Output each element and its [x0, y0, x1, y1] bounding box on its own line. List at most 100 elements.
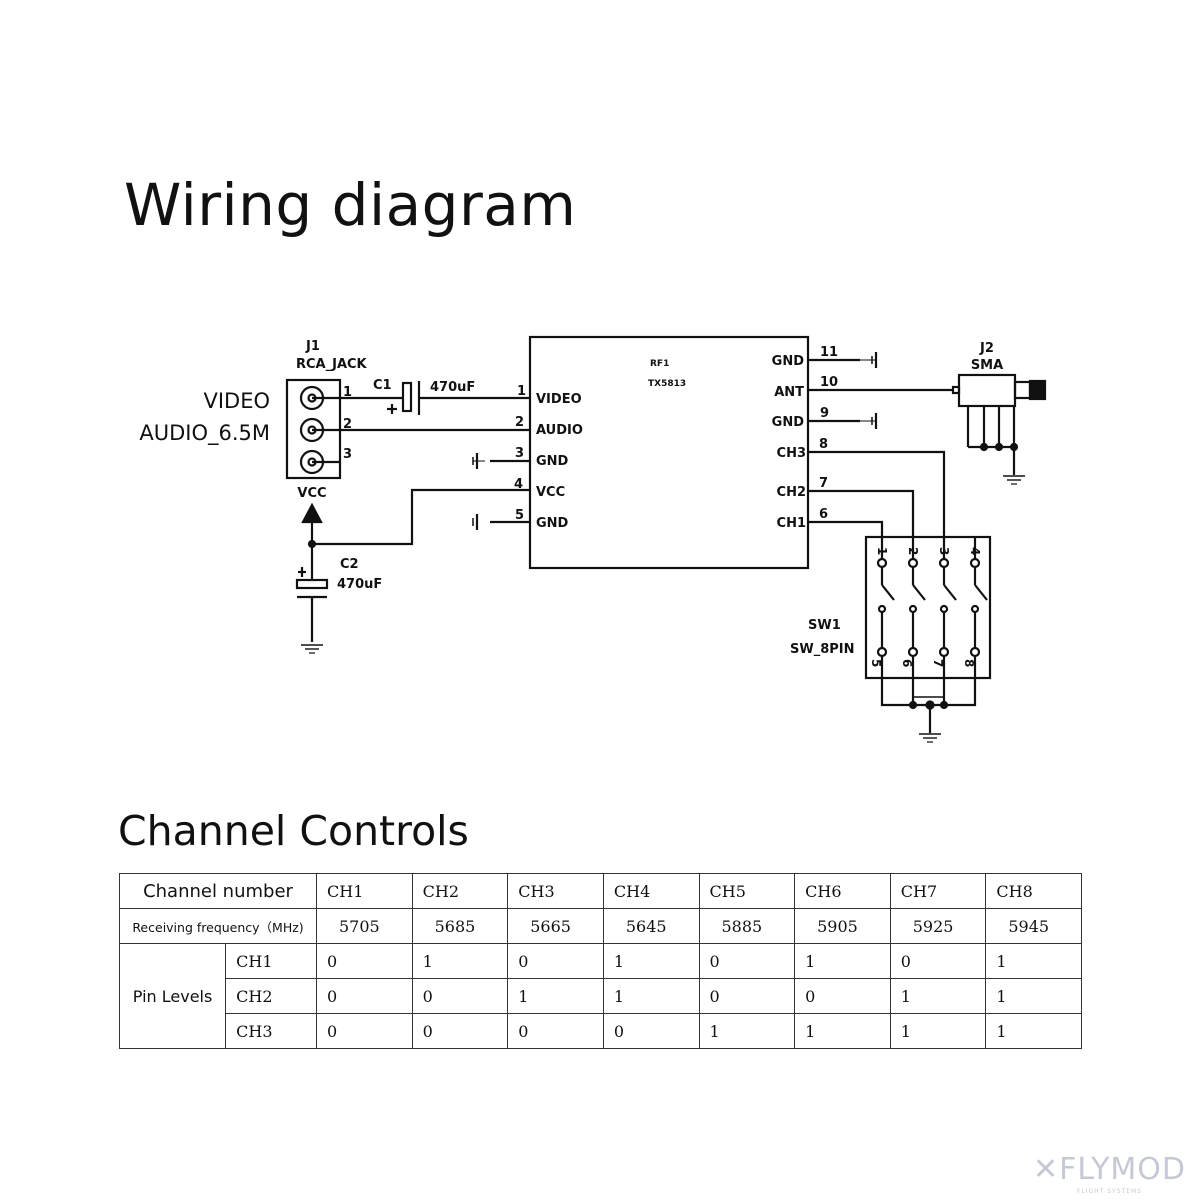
- frequency-cell: 5925: [889, 908, 987, 944]
- pin-num-4: 4: [514, 477, 523, 492]
- channel-cell: CH2: [411, 873, 509, 909]
- pin-name-video: VIDEO: [536, 392, 582, 407]
- channel-cell: CH3: [507, 873, 604, 909]
- pin-level-cell: 1: [602, 943, 700, 979]
- pin-name-cell: CH3: [225, 1013, 317, 1049]
- channel-number-header: Channel number: [119, 873, 317, 909]
- sma-connector-j2: J2 SMA: [951, 341, 1047, 486]
- frequency-cell: 5685: [411, 908, 509, 944]
- sw1-bottom-pin: 8: [962, 659, 976, 667]
- pin-level-cell: 0: [316, 978, 413, 1014]
- pin-name-audio: AUDIO: [536, 423, 583, 438]
- pin-num-11: 11: [820, 345, 838, 360]
- pin-level-cell: 0: [698, 978, 796, 1014]
- switch-mid-contact: [970, 604, 980, 614]
- j1-part: RCA_JACK: [296, 357, 368, 372]
- pin-num-3: 3: [515, 446, 524, 461]
- capacitor-c2: C2 470uF: [295, 488, 530, 655]
- c2-value: 470uF: [337, 577, 382, 592]
- sw1-bottom-pin: 5: [869, 659, 883, 667]
- frequency-cell: 5645: [602, 908, 700, 944]
- pin-name-ch1: CH1: [777, 516, 806, 531]
- j1-pin-2: 2: [343, 417, 352, 432]
- channel-cell: CH4: [602, 873, 700, 909]
- channel-controls-title: Channel Controls: [118, 807, 469, 855]
- sw1-ref: SW1: [808, 618, 841, 633]
- pin-level-cell: 1: [889, 1013, 987, 1049]
- pin-level-cell: 0: [316, 943, 413, 979]
- pin-level-cell: 0: [411, 1013, 509, 1049]
- sw1-top-pin: 2: [906, 547, 920, 555]
- sw1-top-pin: 3: [937, 547, 951, 555]
- sw1-part: SW_8PIN: [790, 642, 855, 657]
- video-label: VIDEO: [203, 389, 270, 413]
- pin-level-cell: 1: [602, 978, 700, 1014]
- pin-level-cell: 1: [985, 978, 1082, 1014]
- propeller-x-icon: ✕: [1032, 1152, 1060, 1187]
- pin-level-cell: 1: [698, 1013, 796, 1049]
- j2-part: SMA: [971, 358, 1003, 373]
- channel-controls-table: Channel number CH1 CH2 CH3 CH4 CH5 CH6 C…: [118, 873, 1082, 1049]
- pin-num-8: 8: [819, 437, 828, 452]
- pin-num-5: 5: [515, 508, 524, 523]
- frequency-header: Receiving frequency（MHz): [119, 908, 317, 944]
- c1-ref: C1: [373, 378, 392, 393]
- table-row-channel-number: Channel number CH1 CH2 CH3 CH4 CH5 CH6 C…: [119, 873, 1082, 909]
- frequency-cell: 5945: [985, 908, 1082, 944]
- switch-bottom-contact: [907, 646, 919, 658]
- j2-ref: J2: [979, 341, 994, 356]
- switch-lever: [881, 584, 895, 601]
- switch-top-contact: [969, 557, 981, 569]
- sw1-bottom-pin: 7: [931, 659, 945, 667]
- pin-level-cell: 0: [507, 943, 604, 979]
- pin-name-ant: ANT: [774, 385, 804, 400]
- wiring-schematic: J1 RCA_JACK VIDEO AUDIO_6.5M 1 2 3 VCC C…: [139, 335, 1047, 744]
- pin-num-2: 2: [515, 415, 524, 430]
- switch-lever: [943, 584, 957, 601]
- c1-value: 470uF: [430, 380, 475, 395]
- channel-cell: CH1: [316, 873, 413, 909]
- pin-num-10: 10: [820, 375, 838, 390]
- j1-pin-1: 1: [343, 385, 352, 400]
- pin-name-vcc: VCC: [536, 485, 565, 500]
- pin-name-ch2: CH2: [777, 485, 806, 500]
- watermark-brand: FLYMOD: [1059, 1152, 1186, 1187]
- c2-ref: C2: [340, 557, 359, 572]
- pin-level-cell: 1: [985, 1013, 1082, 1049]
- switch-mid-contact: [877, 604, 887, 614]
- pin-levels-header: Pin Levels: [118, 943, 227, 1049]
- table-row-frequency: Receiving frequency（MHz) 5705 5685 5665 …: [119, 908, 1082, 944]
- switch-bottom-contact: [969, 646, 981, 658]
- pin-level-cell: 1: [794, 943, 891, 979]
- switch-top-contact: [907, 557, 919, 569]
- switch-mid-contact: [908, 604, 918, 614]
- pin-level-cell: 1: [794, 1013, 891, 1049]
- channel-cell: CH5: [698, 873, 796, 909]
- pin-level-cell: 0: [794, 978, 891, 1014]
- frequency-cell: 5705: [316, 908, 413, 944]
- pin-level-cell: 0: [507, 1013, 604, 1049]
- capacitor-c1: C1 470uF: [340, 378, 530, 415]
- pin-num-1: 1: [517, 384, 526, 399]
- flymod-watermark-logo: ✕FLYMOD FLIGHT SYSTEMS: [1033, 1154, 1186, 1196]
- switch-bottom-contact: [876, 646, 888, 658]
- pin-level-cell: 0: [316, 1013, 413, 1049]
- pin-level-cell: 0: [698, 943, 796, 979]
- pin-name-gnd-3: GND: [536, 454, 569, 469]
- pin-level-cell: 1: [507, 978, 604, 1014]
- pin-level-cell: 1: [889, 978, 987, 1014]
- switch-bottom-contact: [938, 646, 950, 658]
- switch-mid-contact: [939, 604, 949, 614]
- rf1-ref: RF1: [650, 359, 669, 369]
- switch-lever: [912, 584, 926, 601]
- pin-name-cell: CH2: [225, 978, 317, 1014]
- frequency-cell: 5665: [507, 908, 604, 944]
- pin-name-cell: CH1: [225, 943, 317, 979]
- j1-pin-3: 3: [343, 447, 352, 462]
- audio-label: AUDIO_6.5M: [139, 421, 270, 446]
- sw1-bottom-pin: 6: [900, 659, 914, 667]
- switch-lever: [974, 584, 988, 601]
